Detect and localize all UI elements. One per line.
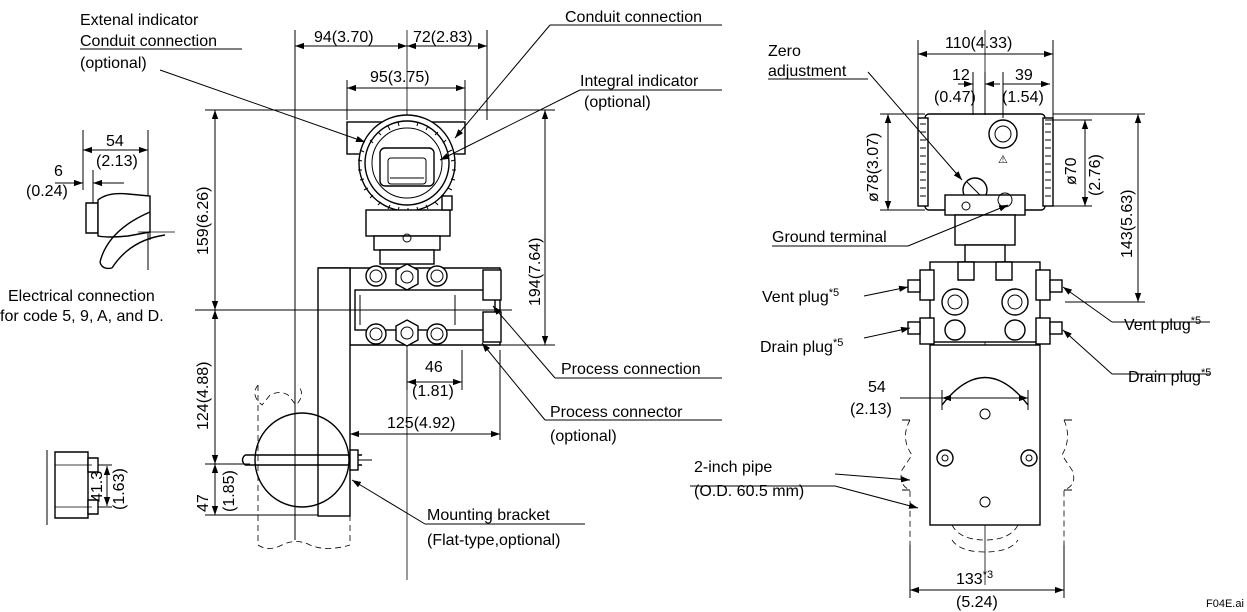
- figure-id: F04E.ai: [1206, 598, 1244, 610]
- dim-41-in: (1.63): [111, 468, 128, 510]
- warning-symbol: ⚠: [998, 154, 1008, 166]
- label-electrical-codes: for code 5, 9, A, and D.: [0, 308, 164, 325]
- dim-12-in: (0.47): [934, 89, 976, 106]
- side-view-dimension-lines: [690, 40, 1210, 598]
- label-integral-indicator: Integral indicator: [580, 73, 699, 90]
- label-zero: Zero: [768, 43, 801, 60]
- dim-70-in: (2.76): [1087, 154, 1104, 196]
- dim-143: 143(5.63): [1119, 190, 1136, 259]
- label-adjustment: adjustment: [768, 63, 847, 80]
- dim-110: 110(4.33): [945, 35, 1012, 52]
- flange-bolts: [365, 263, 448, 347]
- label-ground-terminal: Ground terminal: [772, 229, 887, 246]
- dim-78: ø78(3.07): [865, 133, 882, 202]
- dim-95: 95(3.75): [370, 69, 430, 86]
- bracket-bolt-detail: [46, 450, 112, 525]
- dim-54a: 54: [106, 133, 124, 150]
- label-drain-plug-right: Drain plug*5: [1128, 367, 1211, 386]
- dim-133: 133*3: [956, 569, 993, 588]
- dim-72: 72(2.83): [413, 29, 473, 46]
- label-electrical-connection: Electrical connection: [8, 288, 155, 305]
- label-conduit-connection: Conduit connection: [565, 9, 702, 26]
- dim-6: 6: [54, 163, 63, 180]
- label-process-connector: Process connector: [550, 404, 683, 421]
- dim-194: 194(7.64): [527, 238, 544, 307]
- amplifier-neck: [365, 209, 451, 237]
- side-bracket: [929, 344, 1041, 526]
- dim-125: 125(4.92): [387, 415, 456, 432]
- label-integral-optional: (optional): [584, 94, 651, 111]
- dim-46: 46: [425, 359, 443, 376]
- dim-54b: 54: [868, 379, 886, 396]
- label-drain-plug-left: Drain plug*5: [760, 337, 843, 356]
- label-process-optional: (optional): [550, 428, 617, 445]
- label-vent-plug-left: Vent plug*5: [762, 287, 839, 306]
- dim-159: 159(6.26): [195, 187, 212, 256]
- label-mounting-bracket: Mounting bracket: [427, 507, 550, 524]
- label-pipe-od: (O.D. 60.5 mm): [694, 483, 804, 500]
- dim-124: 124(4.88): [195, 362, 212, 431]
- dim-47-in: (1.85): [221, 470, 238, 512]
- dim-39-in: (1.54): [1002, 89, 1044, 106]
- label-vent-plug-right: Vent plug*5: [1124, 315, 1201, 334]
- dim-6-in: (0.24): [26, 183, 68, 200]
- front-view: [241, 30, 502, 580]
- dim-39: 39: [1015, 67, 1033, 84]
- front-view-dimension-lines: [159, 24, 722, 540]
- dim-133-in: (5.24): [956, 594, 998, 611]
- dim-70: ø70: [1063, 157, 1080, 185]
- dim-54a-in: (2.13): [96, 153, 138, 170]
- label-2inch-pipe: 2-inch pipe: [694, 459, 772, 476]
- label-extenal-optional: (optional): [80, 55, 147, 72]
- dim-12: 12: [952, 67, 970, 84]
- mounting-bracket-plate: [317, 267, 351, 517]
- dim-41: 41.3: [89, 471, 106, 502]
- label-process-connection: Process connection: [561, 361, 701, 378]
- dimension-values: 94(3.70) 72(2.83) 95(3.75) 54 (2.13) 6 (…: [26, 29, 1136, 611]
- dim-46-in: (1.81): [412, 383, 454, 400]
- label-extenal-indicator: Extenal indicator: [80, 12, 199, 29]
- label-extenal-conduit: Conduit connection: [80, 33, 217, 50]
- callout-labels: Extenal indicator Conduit connection (op…: [0, 9, 1244, 610]
- dim-54b-in: (2.13): [850, 401, 892, 418]
- label-bracket-flat-type: (Flat-type,optional): [427, 532, 560, 549]
- dim-47: 47: [195, 494, 212, 512]
- side-view: ⚠: [900, 30, 1075, 585]
- dim-94: 94(3.70): [314, 29, 374, 46]
- external-indicator-detail: [55, 130, 175, 270]
